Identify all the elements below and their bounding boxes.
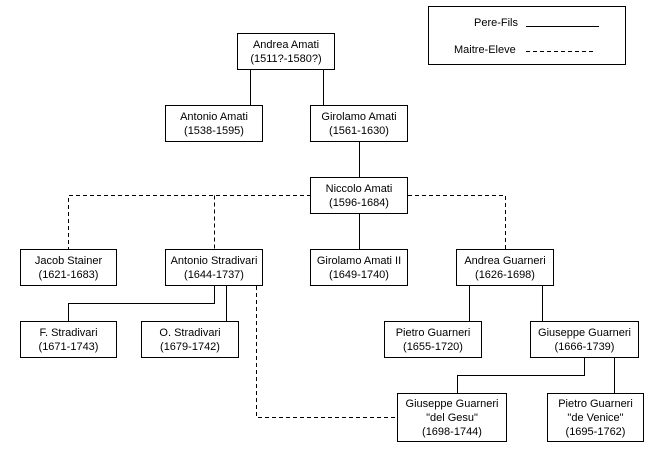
- node-dates: (1561-1630): [329, 124, 389, 137]
- node-name: Giuseppe Guarneri: [538, 326, 631, 339]
- node-dates: (1511?-1580?): [250, 52, 322, 65]
- node-dates: (1626-1698): [475, 268, 535, 281]
- node-dates: (1649-1740): [329, 268, 389, 281]
- line-stradivari-f: [68, 286, 215, 321]
- node-dates: (1644-1737): [184, 268, 244, 281]
- node-name: Niccolo Amati: [325, 182, 393, 195]
- node-name: O. Stradivari: [159, 326, 221, 339]
- node-nickname: "del Gesu": [426, 411, 478, 424]
- dashed-niccolo-left: [68, 195, 311, 250]
- node-name: Antonio Stradivari: [170, 254, 258, 267]
- node-girolamo-amati: Girolamo Amati (1561-1630): [310, 105, 408, 142]
- legend-dashed-label: Maitre-Eleve: [454, 44, 516, 56]
- node-name: Girolamo Amati II: [316, 254, 402, 267]
- node-andrea-guarneri: Andrea Guarneri (1626-1698): [456, 249, 554, 286]
- node-name: F. Stradivari: [39, 326, 98, 339]
- node-pietro-de-venice: Pietro Guarneri "de Venice" (1695-1762): [547, 393, 644, 442]
- node-dates: (1538-1595): [184, 124, 244, 137]
- node-giuseppe-del-gesu: Giuseppe Guarneri "del Gesu" (1698-1744): [397, 393, 507, 442]
- node-dates: (1698-1744): [422, 425, 482, 438]
- node-giuseppe-guarneri: Giuseppe Guarneri (1666-1739): [530, 321, 639, 358]
- line-giuseppe-delgesu: [457, 357, 585, 393]
- node-antonio-stradivari: Antonio Stradivari (1644-1737): [165, 249, 263, 286]
- node-dates: (1655-1720): [403, 340, 463, 353]
- node-dates: (1695-1762): [565, 425, 626, 438]
- node-dates: (1666-1739): [554, 340, 615, 353]
- node-name: Antonio Amati: [180, 110, 248, 123]
- node-dates: (1621-1683): [38, 268, 99, 281]
- node-f-stradivari: F. Stradivari (1671-1743): [20, 321, 117, 358]
- node-dates: (1671-1743): [38, 340, 99, 353]
- node-name: Pietro Guarneri: [395, 326, 471, 339]
- node-niccolo-amati: Niccolo Amati (1596-1684): [310, 177, 408, 214]
- node-dates: (1596-1684): [329, 196, 389, 209]
- dashed-stradivari-delgesu: [256, 286, 398, 418]
- node-name: Andrea Guarneri: [464, 254, 546, 267]
- node-girolamo-amati-ii: Girolamo Amati II (1649-1740): [310, 249, 408, 286]
- node-name: Giuseppe Guarneri: [405, 397, 499, 410]
- legend: Pere-Fils Maitre-Eleve: [428, 6, 626, 65]
- node-nickname: "de Venice": [567, 411, 624, 424]
- node-name: Andrea Amati: [252, 38, 320, 51]
- node-name: Jacob Stainer: [34, 254, 103, 267]
- node-andrea-amati: Andrea Amati (1511?-1580?): [237, 33, 335, 70]
- node-jacob-stainer: Jacob Stainer (1621-1683): [20, 249, 117, 286]
- dashed-niccolo-right: [408, 195, 506, 250]
- node-o-stradivari: O. Stradivari (1679-1742): [141, 321, 239, 358]
- node-antonio-amati: Antonio Amati (1538-1595): [165, 105, 263, 142]
- legend-solid-label: Pere-Fils: [474, 17, 519, 29]
- node-name: Pietro Guarneri: [558, 397, 633, 410]
- node-dates: (1679-1742): [160, 340, 220, 353]
- node-pietro-guarneri: Pietro Guarneri (1655-1720): [384, 321, 482, 358]
- node-name: Girolamo Amati: [321, 110, 397, 123]
